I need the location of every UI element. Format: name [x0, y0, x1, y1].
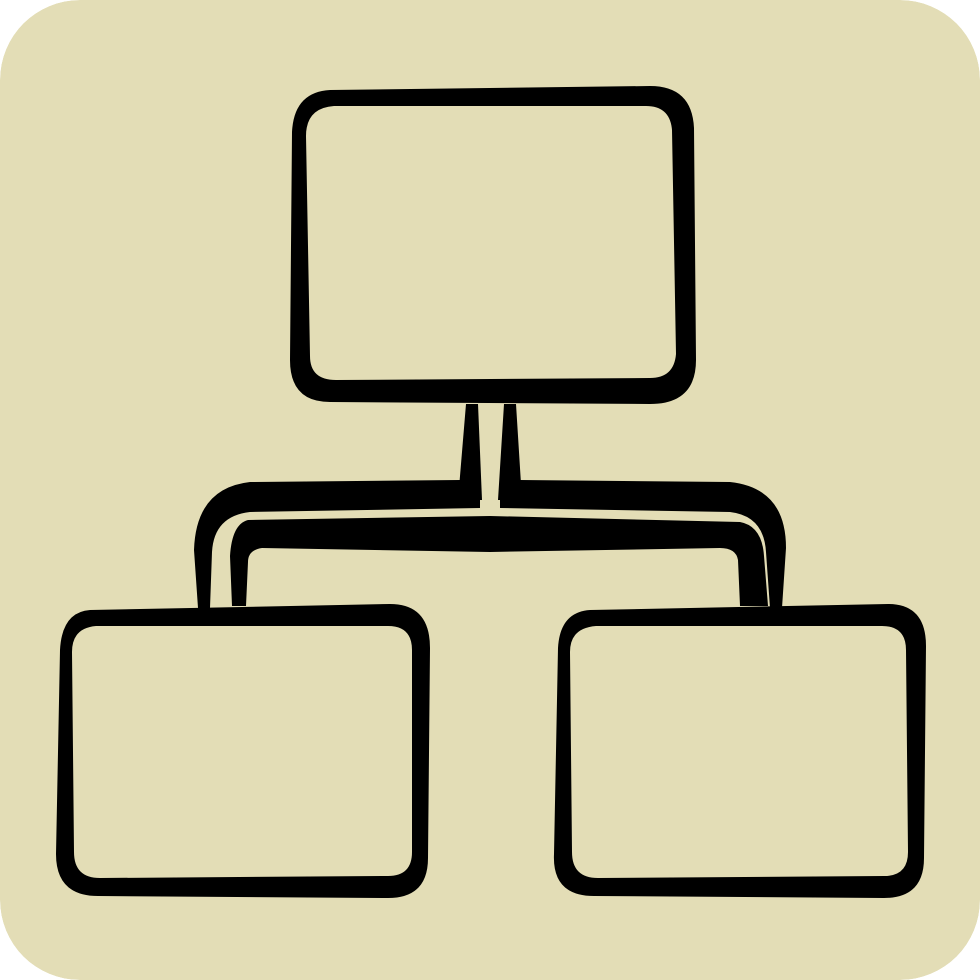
connector-stem-right [498, 404, 522, 500]
connector-crossbar [230, 516, 768, 606]
connector-branch-outer-left [194, 480, 480, 608]
connector-stem-left [458, 404, 482, 500]
connector-branch-outer-right [500, 480, 786, 608]
